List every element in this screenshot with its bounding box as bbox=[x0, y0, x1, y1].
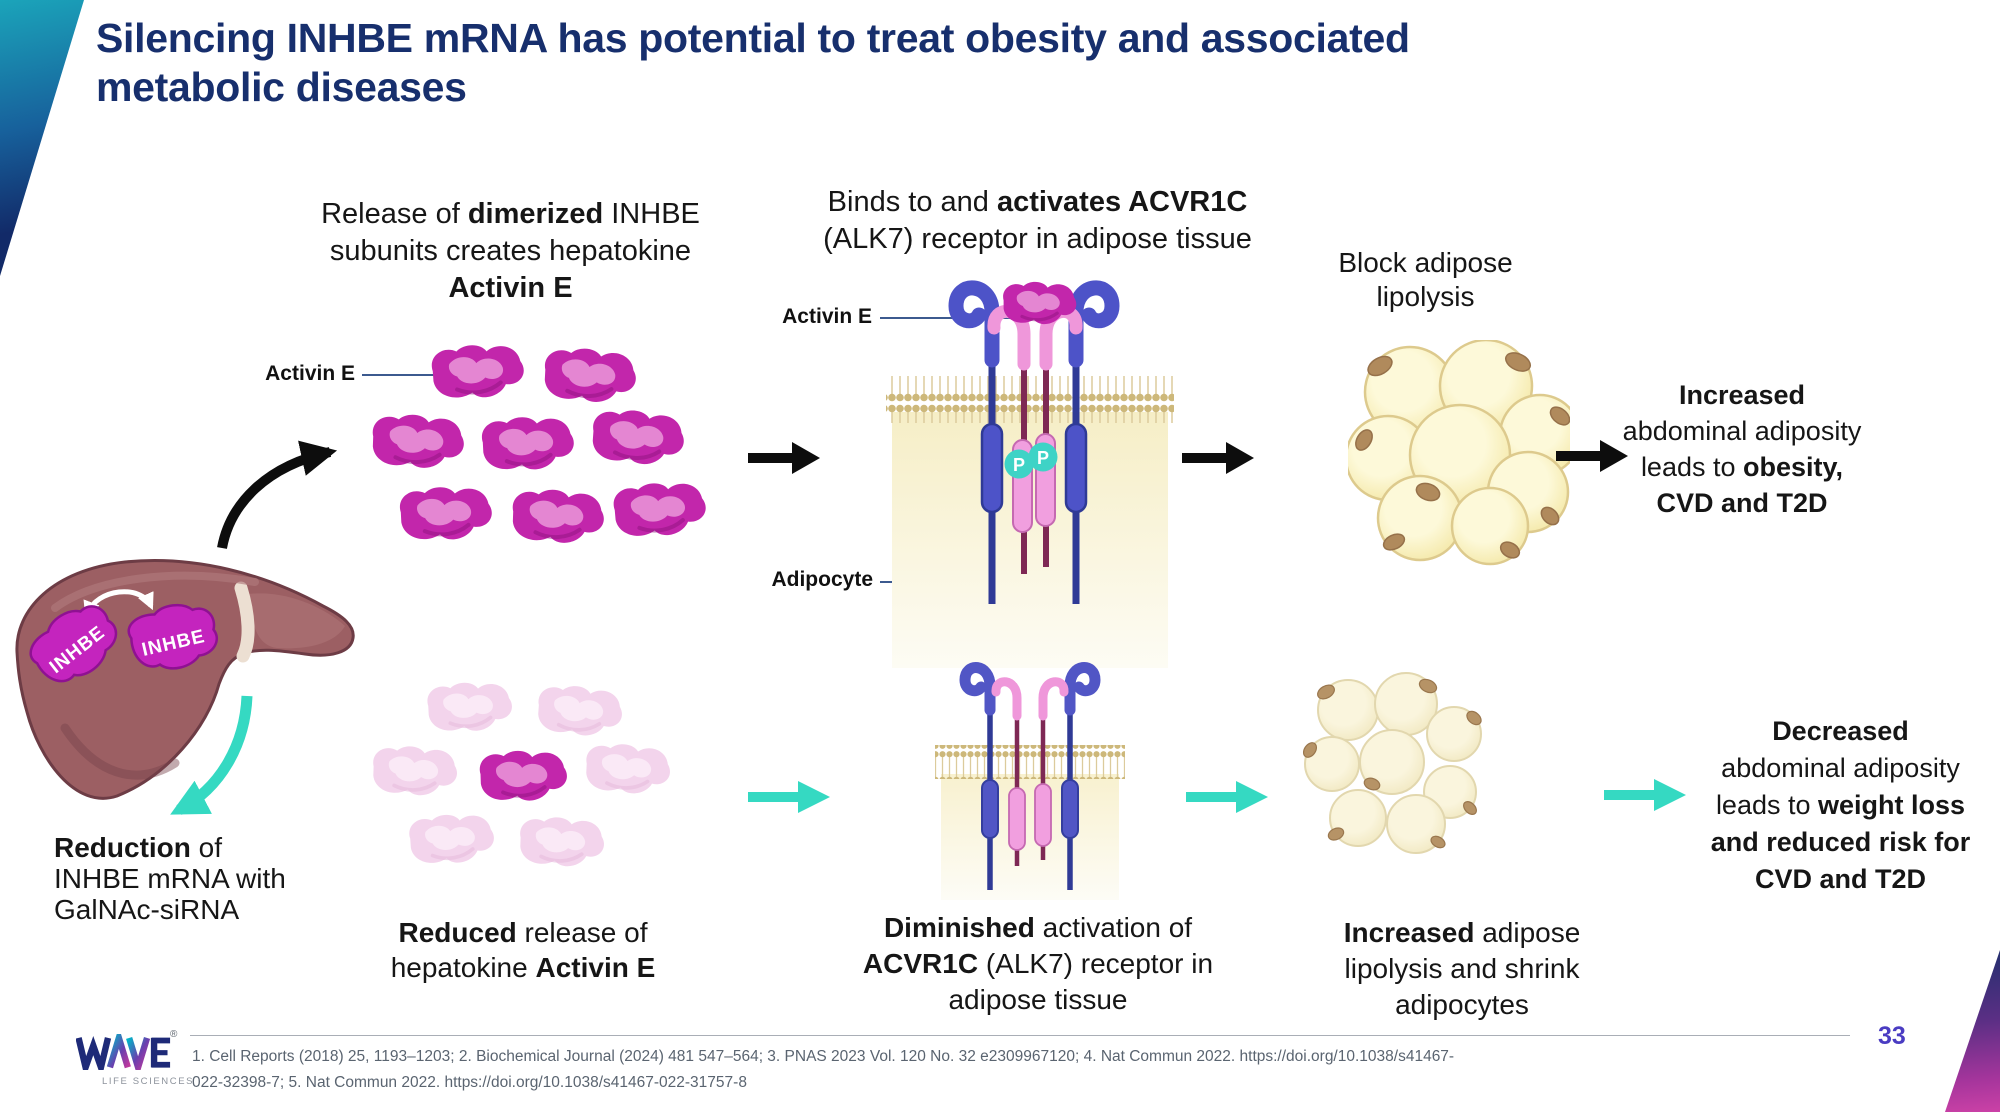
arrow-right-black-icon-2 bbox=[1182, 442, 1254, 479]
citation-line-2: 022-32398-7; 5. Nat Commun 2022. https:/… bbox=[192, 1074, 747, 1091]
corner-accent-top-left bbox=[0, 0, 84, 276]
citation-line-1: 1. Cell Reports (2018) 25, 1193–1203; 2.… bbox=[192, 1048, 1455, 1065]
arrow-right-teal-icon-3 bbox=[1604, 779, 1686, 816]
phospho-p-badge-2: P bbox=[1028, 442, 1058, 472]
page-number: 33 bbox=[1878, 1022, 1906, 1050]
acvr1c-receptor-inactive-illustration bbox=[925, 648, 1135, 915]
corner-accent-bottom-right bbox=[1945, 950, 2000, 1112]
label-activin-e-top: Activin E bbox=[265, 362, 355, 385]
svg-text:P: P bbox=[1037, 448, 1049, 468]
text-binds-activates: Binds to and activates ACVR1C(ALK7) rece… bbox=[823, 186, 1252, 255]
activin-e-cluster-illustration bbox=[358, 338, 714, 571]
logo-registered-mark: ® bbox=[170, 1029, 178, 1040]
inhbe-molecule-2: INHBE bbox=[127, 603, 219, 670]
page-title-line1: Silencing INHBE mRNA has potential to tr… bbox=[96, 15, 1410, 61]
activin-e-single-vivid bbox=[477, 747, 570, 805]
pointer-line-activin-top bbox=[362, 374, 460, 376]
phospho-p-badge-1: P bbox=[1004, 449, 1034, 479]
footer-divider bbox=[190, 1035, 1850, 1036]
footer-citations: 1. Cell Reports (2018) 25, 1193–1203; 2.… bbox=[192, 1044, 1692, 1096]
label-adipocyte: Adipocyte bbox=[771, 568, 873, 591]
logo-subtitle: LIFE SCIENCES bbox=[102, 1076, 195, 1087]
liver-illustration: INHBE INHBE bbox=[5, 548, 365, 818]
activin-e-cluster-faded-illustration bbox=[362, 678, 692, 891]
page-title-line2: metabolic diseases bbox=[96, 64, 467, 110]
arrow-right-black-icon-1 bbox=[748, 442, 820, 479]
svg-text:P: P bbox=[1013, 455, 1025, 475]
adipocyte-cluster-small-illustration bbox=[1298, 672, 1500, 889]
page-title: Silencing INHBE mRNA has potential to tr… bbox=[96, 14, 1410, 112]
curved-arrow-liver-to-activin-icon bbox=[200, 438, 360, 573]
curved-arrow-liver-to-reduction-icon bbox=[145, 682, 270, 842]
adipocyte-cluster-large-illustration bbox=[1344, 338, 1582, 573]
acvr1c-receptor-active-illustration: P P bbox=[880, 262, 1180, 687]
arrow-right-teal-icon-2 bbox=[1186, 781, 1268, 818]
wave-logo bbox=[75, 1026, 172, 1079]
label-activin-e-receptor: Activin E bbox=[782, 305, 872, 328]
arrow-right-black-icon-3 bbox=[1556, 440, 1628, 477]
arrow-right-teal-icon-1 bbox=[748, 781, 830, 818]
